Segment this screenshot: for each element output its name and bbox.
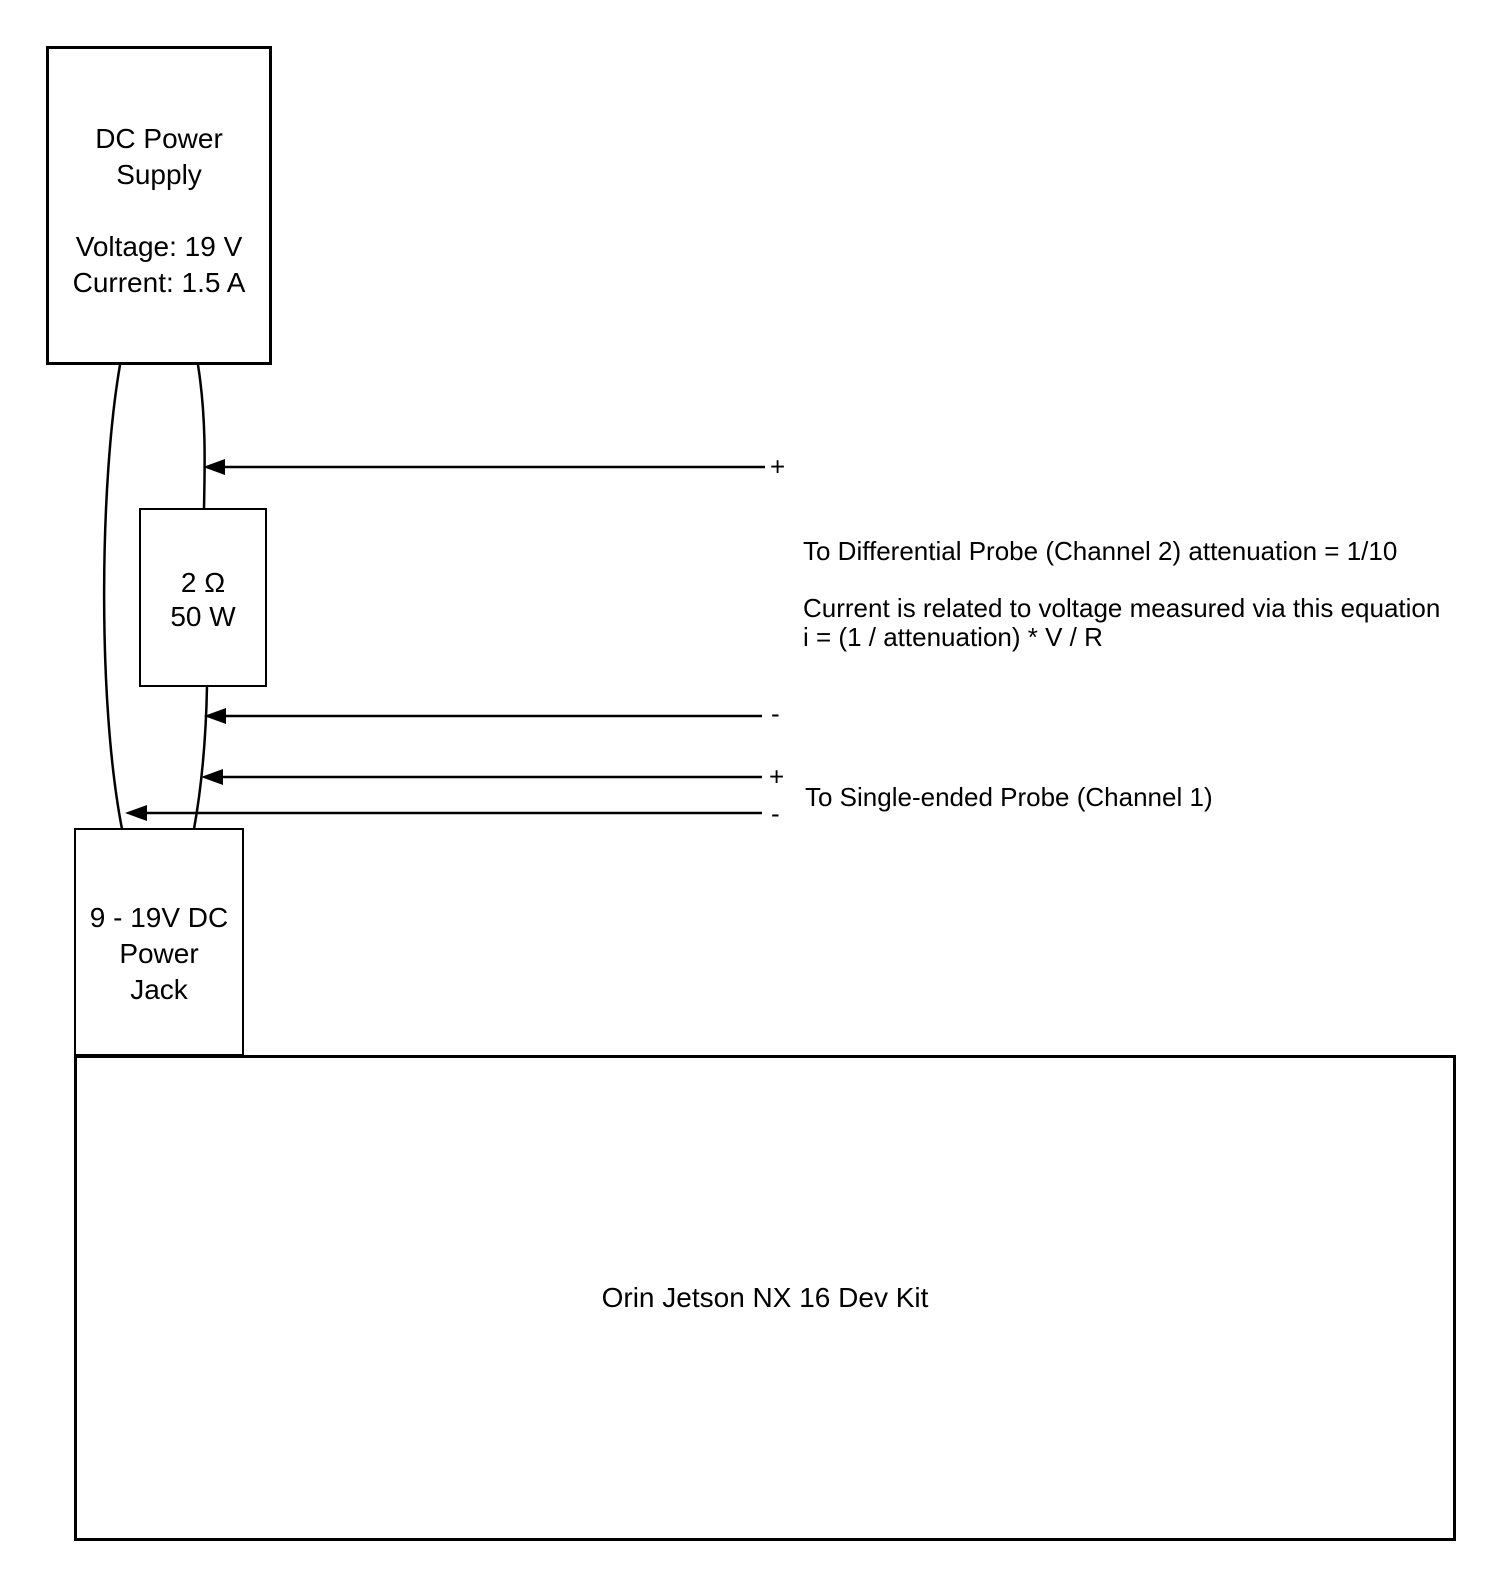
ch1-plus-arrowhead-icon [201, 769, 223, 785]
power-jack-box: 9 - 19V DC Power Jack [74, 828, 244, 1056]
dc-power-supply-box: DC Power Supply Voltage: 19 V Current: 1… [46, 46, 272, 365]
ch1-plus-label: + [769, 761, 785, 792]
ch2-minus-arrowhead-icon [204, 708, 226, 724]
spacer [49, 193, 269, 229]
single-ended-probe-note: To Single-ended Probe (Channel 1) [805, 782, 1213, 812]
dc-power-supply-title-line2: Supply [116, 159, 202, 190]
power-jack-line2: Power [119, 938, 199, 969]
differential-probe-note-line1: To Differential Probe (Channel 2) attenu… [803, 536, 1398, 566]
wire-supply-to-jack [102, 364, 124, 830]
ch2-plus-label: + [770, 451, 786, 482]
ch1-minus-label: - [771, 798, 780, 829]
dc-power-supply-voltage: Voltage: 19 V [75, 231, 243, 262]
resistor-resistance: 2 Ω [180, 567, 226, 598]
spacer [803, 566, 1440, 594]
dev-kit-box: Orin Jetson NX 16 Dev Kit [74, 1055, 1456, 1541]
ch2-minus-label: - [771, 698, 780, 729]
power-jack-line3: Jack [130, 974, 188, 1005]
equation-note-line2: i = (1 / attenuation) * V / R [803, 622, 1103, 652]
dc-power-supply-current: Current: 1.5 A [72, 267, 246, 298]
dc-power-supply-title-line1: DC Power [95, 123, 223, 154]
ch2-plus-arrowhead-icon [203, 459, 225, 475]
dev-kit-label: Orin Jetson NX 16 Dev Kit [601, 1282, 929, 1313]
power-jack-line1: 9 - 19V DC [89, 902, 229, 933]
resistor-power: 50 W [170, 601, 236, 632]
equation-note-line1: Current is related to voltage measured v… [803, 593, 1441, 623]
ch1-minus-arrowhead-icon [125, 805, 147, 821]
differential-probe-note: To Differential Probe (Channel 2) attenu… [803, 537, 1440, 652]
wire-supply-to-resistor [196, 364, 206, 509]
resistor-box: 2 Ω 50 W [139, 508, 267, 687]
wire-resistor-to-jack [192, 685, 209, 830]
